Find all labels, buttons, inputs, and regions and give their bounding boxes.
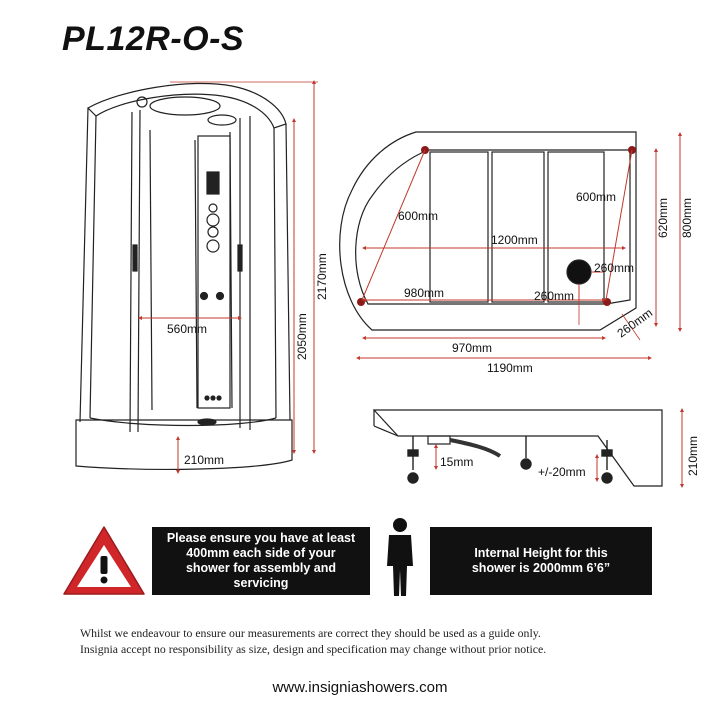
- trap: [427, 435, 451, 445]
- dim-height-total: 2170mm: [315, 253, 329, 300]
- dim-door-width: 560mm: [167, 322, 207, 336]
- dim-feet-adjust: +/-20mm: [538, 465, 586, 479]
- plan-dimensions: [356, 132, 682, 360]
- page-title: PL12R-O-S: [62, 20, 245, 58]
- tray-dimensions: [434, 408, 684, 488]
- dim-tray-height: 210mm: [184, 453, 224, 467]
- tray-drain: [197, 418, 217, 426]
- website-link[interactable]: www.insigniashowers.com: [272, 679, 448, 696]
- dim-depth-side: 620mm: [656, 198, 670, 238]
- dim-width-total: 1190mm: [487, 361, 533, 375]
- shower-tray: [75, 419, 293, 470]
- dim-width-base: 970mm: [452, 341, 492, 355]
- dim-diag-left: 600mm: [398, 209, 438, 223]
- door-handle-right: [237, 244, 243, 272]
- dim-drain-bottom: 260mm: [534, 289, 574, 303]
- disclaimer-text: Whilst we endeavour to ensure our measur…: [80, 626, 547, 656]
- roof-speaker: [207, 114, 237, 126]
- clearance-notice: Please ensure you have at least 400mm ea…: [152, 527, 370, 595]
- plan-corners: [357, 146, 636, 306]
- plan-outline: [339, 131, 637, 331]
- internal-height-notice: Internal Height for this shower is 2000m…: [430, 527, 652, 595]
- enclosure-frame: [79, 107, 291, 423]
- person-icon: [387, 518, 413, 596]
- dim-inner-width: 1200mm: [491, 233, 538, 247]
- elevation-dimensions: [138, 80, 318, 474]
- body-jet: [207, 226, 219, 238]
- dim-bottom-inner: 980mm: [404, 286, 444, 300]
- body-jet: [206, 239, 220, 253]
- roof-vent: [136, 96, 148, 108]
- tray-feet: [407, 436, 613, 484]
- elevation-view: [75, 82, 293, 470]
- dim-tray-side-height: 210mm: [686, 436, 700, 476]
- dim-diag-right: 600mm: [576, 190, 616, 204]
- warning-triangle-icon: [63, 526, 145, 595]
- dim-depth-total: 800mm: [680, 198, 694, 238]
- waste-pipe: [449, 438, 502, 458]
- plan-drain: [566, 259, 592, 285]
- roof-light: [149, 96, 221, 116]
- body-jet: [208, 203, 218, 213]
- control-column: [197, 135, 231, 409]
- foot-jet: [215, 291, 225, 301]
- tray-side-view: [372, 409, 663, 487]
- foot-jet: [199, 291, 209, 301]
- plan-view: [339, 131, 637, 331]
- dim-height-cabin: 2050mm: [295, 313, 309, 360]
- dim-corner: 260mm: [615, 306, 656, 341]
- control-display: [206, 171, 220, 195]
- door-handle-left: [132, 244, 138, 272]
- body-jet: [206, 213, 220, 227]
- dim-trap: 15mm: [440, 455, 473, 469]
- enclosure-roof: [87, 82, 287, 129]
- dim-drain-right: 260mm: [594, 261, 634, 275]
